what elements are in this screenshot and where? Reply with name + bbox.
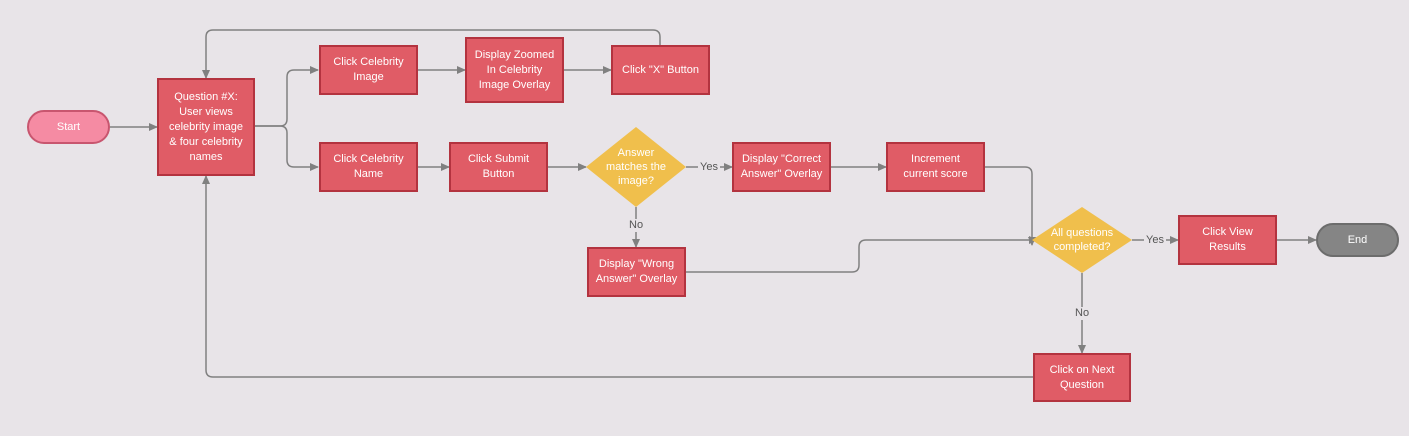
answer-matches-decision: Answer matches the image? — [586, 127, 686, 207]
click-x-button-box: Click "X" Button — [611, 45, 710, 95]
click-next-question-box: Click on Next Question — [1033, 353, 1131, 402]
increment-score-box: Increment current score — [886, 142, 985, 192]
edge-label-answer-no: No — [627, 219, 646, 232]
edge-question-to-click-name — [255, 125, 319, 171]
edge-label-all-no: No — [1073, 307, 1092, 320]
edge-label-answer-yes: Yes — [698, 161, 720, 174]
click-view-results-box: Click View Results — [1178, 215, 1277, 265]
click-celebrity-image-box: Click Celebrity Image — [319, 45, 418, 95]
question-box: Question #X: User views celebrity image … — [157, 78, 255, 176]
all-questions-decision: All questions completed? — [1032, 207, 1132, 273]
click-submit-button-box: Click Submit Button — [449, 142, 548, 192]
edge-increment-to-all — [985, 166, 1036, 246]
edge-wrong-to-all — [686, 236, 1038, 273]
display-correct-answer-box: Display "Correct Answer" Overlay — [732, 142, 831, 192]
edge-click-x-to-question — [202, 29, 661, 79]
end-terminal: End — [1316, 223, 1399, 257]
display-wrong-answer-box: Display "Wrong Answer" Overlay — [587, 247, 686, 297]
all-questions-label: All questions completed? — [1050, 227, 1114, 253]
display-zoomed-box: Display Zoomed In Celebrity Image Overla… — [465, 37, 564, 103]
edge-label-all-yes: Yes — [1144, 234, 1166, 247]
click-celebrity-name-box: Click Celebrity Name — [319, 142, 418, 192]
diamond-shape — [1032, 207, 1132, 273]
answer-matches-label: Answer matches the image? — [606, 147, 666, 187]
edge-question-to-click-image — [255, 66, 319, 127]
edge-click-next-to-question — [202, 175, 1033, 378]
diamond-shape — [586, 127, 686, 207]
start-terminal: Start — [27, 110, 110, 144]
